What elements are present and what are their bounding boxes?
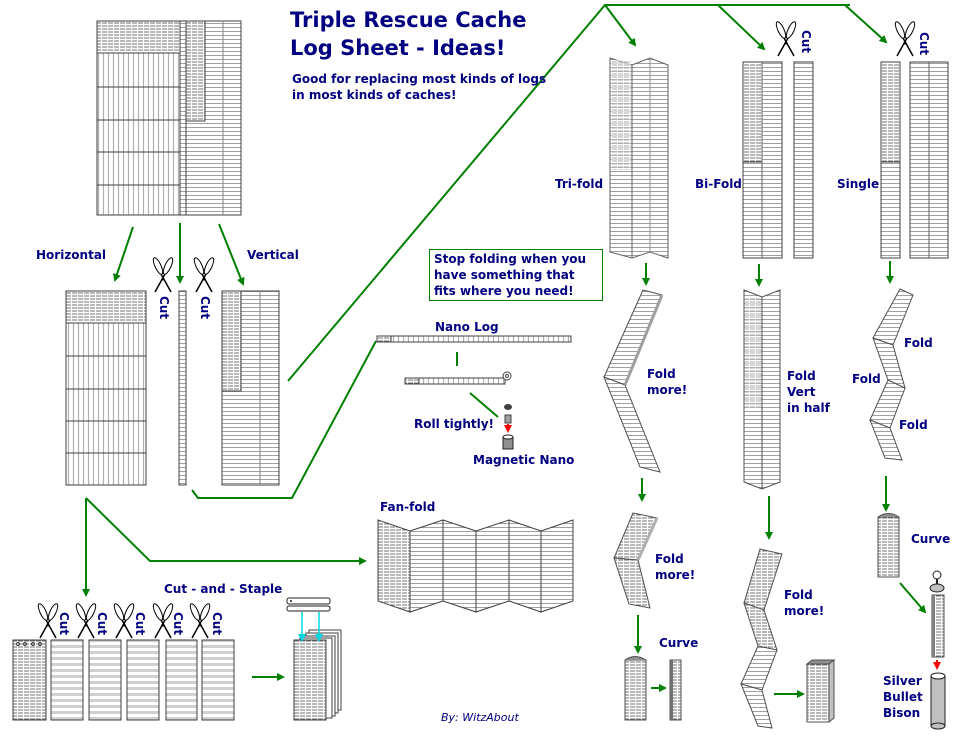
- folded-stack: [805, 658, 836, 724]
- label-line: Vert: [787, 385, 816, 399]
- tri-fold-folded: [603, 289, 664, 473]
- label-cut: Cut: [171, 612, 185, 636]
- subtitle-line-1: Good for replacing most kinds of logs: [292, 72, 547, 86]
- label-fold: Fold: [852, 372, 881, 386]
- scissors-icon: [892, 19, 918, 57]
- label-fold: Fold: [899, 418, 928, 432]
- cylinder-container-icon: [930, 672, 946, 730]
- label-fold: Fold: [904, 336, 933, 350]
- connector-line: [469, 392, 499, 418]
- label-line: in half: [787, 401, 830, 415]
- label-line: Bullet: [883, 690, 923, 704]
- label-cut: Cut: [799, 30, 813, 54]
- label-line: Fold: [784, 588, 813, 602]
- label-cut: Cut: [57, 612, 71, 636]
- label-roll-tightly: Roll tightly!: [414, 417, 495, 431]
- bi-fold-sheet: [742, 61, 814, 259]
- tri-fold-rolled: [669, 659, 682, 721]
- tri-fold-curved: [624, 656, 647, 721]
- narrow-strip: [178, 290, 187, 486]
- label-cut-and-staple: Cut - and - Staple: [164, 582, 283, 596]
- label-horizontal: Horizontal: [36, 248, 107, 262]
- label-line: Fold: [787, 369, 816, 383]
- label-line: Silver: [883, 674, 922, 688]
- arrow: [85, 497, 367, 565]
- label-vertical: Vertical: [247, 248, 299, 262]
- label-fold-more: Fold more!: [784, 587, 824, 619]
- label-fold-more: Fold more!: [655, 551, 695, 583]
- original-log-sheet: [96, 20, 242, 216]
- cut-staple-strips: [12, 639, 235, 721]
- scissors-icon: [773, 19, 799, 57]
- stop-folding-note: Stop folding when you have something tha…: [429, 249, 603, 301]
- vertical-sheet: [221, 290, 280, 486]
- arrow: [899, 582, 927, 614]
- arrow: [113, 226, 134, 282]
- label-cut: Cut: [133, 612, 147, 636]
- arrow: [717, 4, 766, 51]
- author-credit: By: WitzAbout: [441, 711, 519, 724]
- bullet-cap-icon: [929, 570, 945, 593]
- label-cut: Cut: [95, 612, 109, 636]
- arrow: [844, 4, 888, 44]
- subtitle: Good for replacing most kinds of logs in…: [292, 71, 546, 103]
- connector-line: [191, 340, 377, 499]
- label-line: Fold: [655, 552, 684, 566]
- title-line-2: Log Sheet - Ideas!: [290, 36, 506, 60]
- stapler-icon: [286, 597, 331, 612]
- horizontal-sheet: [65, 290, 147, 486]
- single-folded: [869, 288, 914, 461]
- label-single: Single: [837, 177, 880, 191]
- nano-log-strip: [376, 335, 572, 343]
- single-sheet: [880, 61, 949, 259]
- label-line: Fold: [647, 367, 676, 381]
- stapled-booklet: [293, 629, 342, 721]
- label-magnetic-nano: Magnetic Nano: [473, 453, 575, 467]
- label-silver-bullet-bison: Silver Bullet Bison: [883, 673, 923, 721]
- label-curve: Curve: [911, 532, 951, 546]
- label-line: more!: [647, 383, 688, 397]
- scissors-icon: [187, 601, 213, 639]
- label-fold-more: Fold more!: [647, 366, 687, 398]
- scissors-icon: [191, 255, 217, 293]
- label-bi-fold: Bi-Fold: [695, 177, 742, 191]
- bi-fold-fold-more: [740, 548, 783, 729]
- label-fold-vert-in-half: Fold Vert in half: [787, 368, 830, 416]
- label-cut: Cut: [198, 296, 212, 320]
- label-cut: Cut: [917, 32, 931, 56]
- label-line: Bison: [883, 706, 921, 720]
- label-nano-log: Nano Log: [435, 320, 499, 334]
- page-title: Triple Rescue Cache Log Sheet - Ideas!: [290, 6, 526, 62]
- label-cut: Cut: [210, 612, 224, 636]
- arrow: [218, 223, 245, 286]
- fan-fold-sheet: [377, 519, 574, 613]
- scissors-icon: [150, 255, 176, 293]
- label-line: more!: [784, 604, 825, 618]
- tri-fold-sheet: [609, 57, 669, 259]
- tri-fold-fold-more: [613, 512, 659, 609]
- label-line: more!: [655, 568, 696, 582]
- rolled-log: [931, 594, 945, 658]
- bi-fold-folded: [743, 289, 781, 490]
- label-curve: Curve: [659, 636, 699, 650]
- label-tri-fold: Tri-fold: [555, 177, 604, 191]
- nano-log-rolled: [404, 371, 512, 385]
- arrow: [604, 4, 637, 47]
- magnet-icon: [502, 404, 514, 450]
- title-line-1: Triple Rescue Cache: [290, 8, 527, 32]
- subtitle-line-2: in most kinds of caches!: [292, 88, 457, 102]
- label-cut: Cut: [157, 296, 171, 320]
- label-fan-fold: Fan-fold: [380, 500, 436, 514]
- single-curved: [877, 513, 900, 578]
